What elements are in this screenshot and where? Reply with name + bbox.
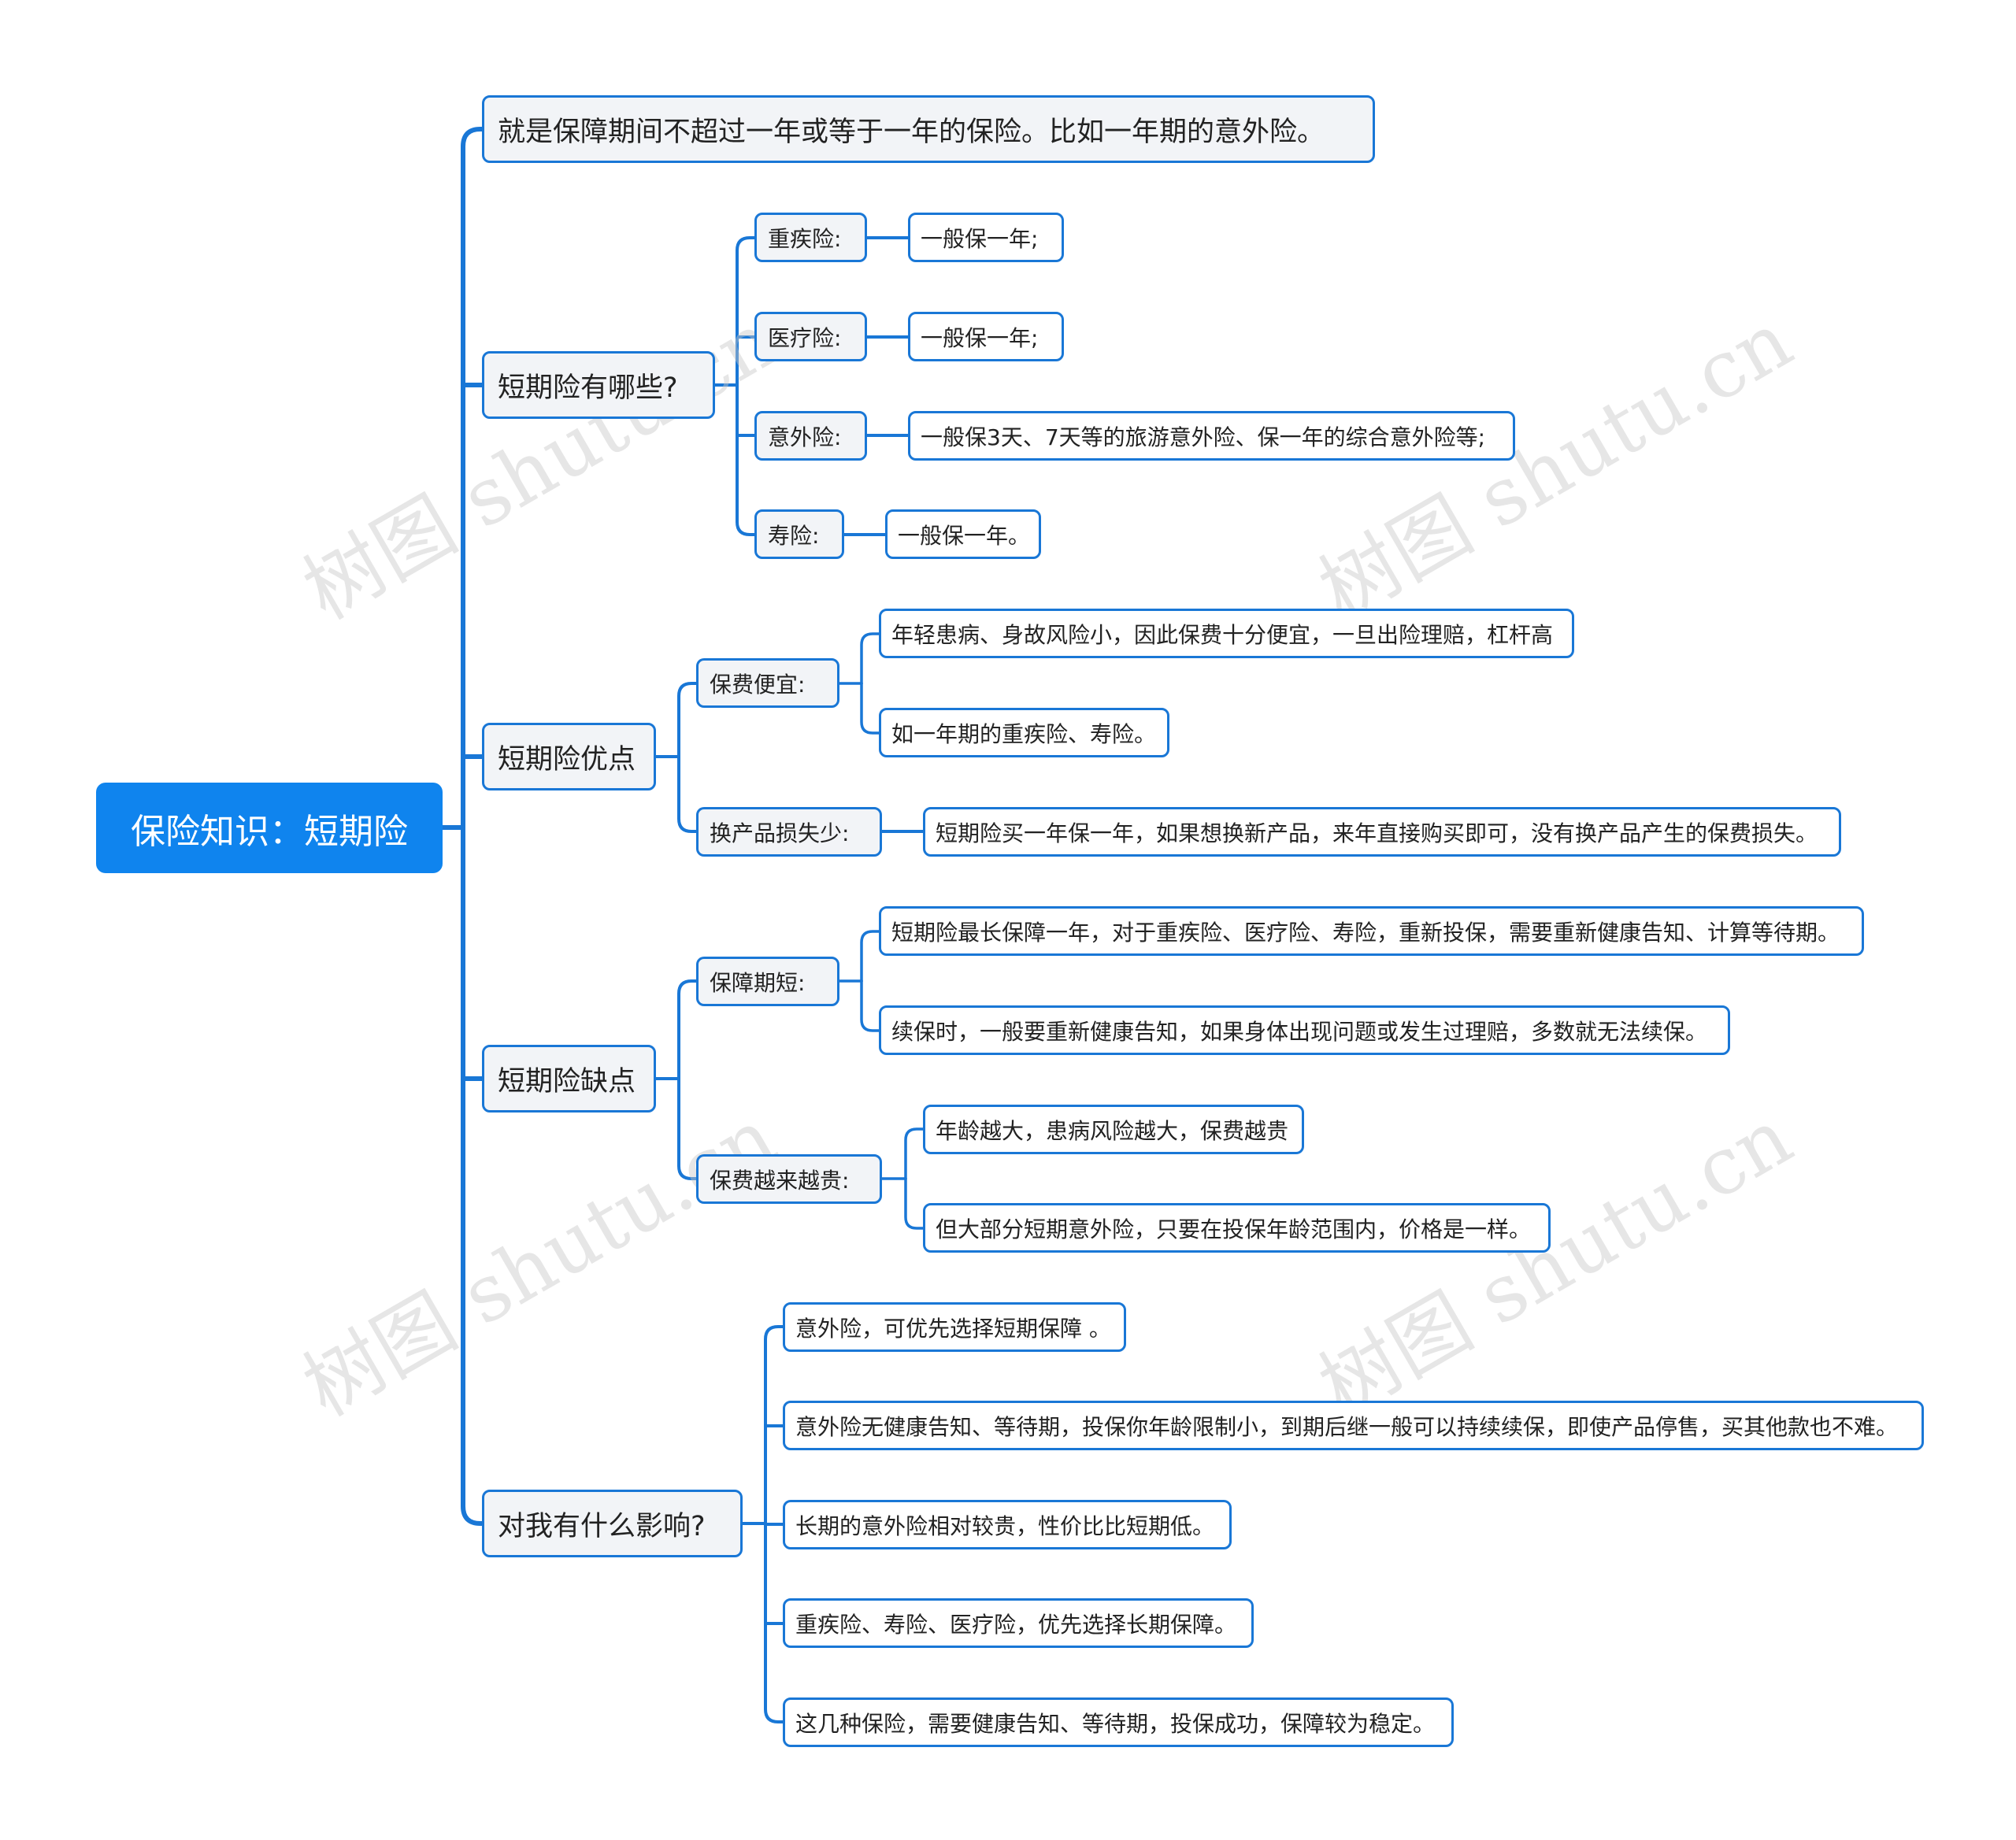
connector-line [461,825,484,1526]
disadvantage-rising-cost[interactable]: 保费越来越贵: [696,1154,882,1204]
branch-disadvantages[interactable]: 短期险缺点 [482,1045,656,1113]
connector-line [904,1127,925,1180]
connector-line [904,1177,925,1230]
type-life[interactable]: 寿险: [754,509,844,559]
type-accident[interactable]: 意外险: [754,411,867,461]
type-critical-illness[interactable]: 重疾险: [754,213,867,262]
advantage-cheap-detail-2[interactable]: 如一年期的重疾险、寿险。 [879,708,1169,757]
branch-definition[interactable]: 就是保障期间不超过一年或等于一年的保险。比如一年期的意外险。 [482,95,1375,163]
disadvantage-short-term-detail-2[interactable]: 续保时，一般要重新健康告知，如果身体出现问题或发生过理赔，多数就无法续保。 [879,1005,1730,1055]
connector-line [677,755,698,833]
connector-line [764,1325,784,1525]
impact-item-3[interactable]: 长期的意外险相对较贵，性价比比短期低。 [783,1500,1232,1549]
type-life-detail[interactable]: 一般保一年。 [885,509,1041,559]
connector-line [677,1077,698,1180]
disadvantage-short-term-detail-1[interactable]: 短期险最长保障一年，对于重疾险、医疗险、寿险，重新投保，需要重新健康告知、计算等… [879,906,1864,956]
advantage-switch-detail[interactable]: 短期险买一年保一年，如果想换新产品，来年直接购买即可，没有换产品产生的保费损失。 [923,807,1841,857]
type-medical[interactable]: 医疗险: [754,312,867,361]
connector-line [677,979,698,1080]
impact-item-4[interactable]: 重疾险、寿险、医疗险，优先选择长期保障。 [783,1598,1254,1648]
connector-line [860,682,880,735]
root-topic[interactable]: 保险知识：短期险 [96,783,443,873]
branch-types[interactable]: 短期险有哪些? [482,351,715,419]
connector-line [461,127,484,830]
disadvantage-rising-cost-detail-2[interactable]: 但大部分短期意外险，只要在投保年龄范围内，价格是一样。 [923,1203,1551,1253]
connector-line [677,682,698,758]
advantage-cheap[interactable]: 保费便宜: [696,658,839,708]
connector-line [860,930,880,983]
connector-line [736,383,756,536]
branch-impact[interactable]: 对我有什么影响? [482,1490,743,1557]
connector-line [860,632,880,685]
connector-line [764,1522,784,1723]
disadvantage-rising-cost-detail-1[interactable]: 年龄越大，患病风险越大，保费越贵 [923,1105,1304,1154]
impact-item-2[interactable]: 意外险无健康告知、等待期，投保你年龄限制小，到期后继一般可以持续续保，即使产品停… [783,1401,1924,1450]
advantage-cheap-detail-1[interactable]: 年轻患病、身故风险小，因此保费十分便宜，一旦出险理赔，杠杆高 [879,609,1574,658]
branch-advantages[interactable]: 短期险优点 [482,723,656,790]
type-critical-illness-detail[interactable]: 一般保一年; [908,213,1064,262]
impact-item-1[interactable]: 意外险，可优先选择短期保障 。 [783,1302,1126,1352]
type-medical-detail[interactable]: 一般保一年; [908,312,1064,361]
type-accident-detail[interactable]: 一般保3天、7天等的旅游意外险、保一年的综合意外险等; [908,411,1515,461]
connector-line [860,979,880,1032]
disadvantage-short-term[interactable]: 保障期短: [696,957,839,1006]
impact-item-5[interactable]: 这几种保险，需要健康告知、等待期，投保成功，保障较为稳定。 [783,1697,1454,1747]
connector-line [736,236,756,387]
advantage-switch[interactable]: 换产品损失少: [696,807,882,857]
